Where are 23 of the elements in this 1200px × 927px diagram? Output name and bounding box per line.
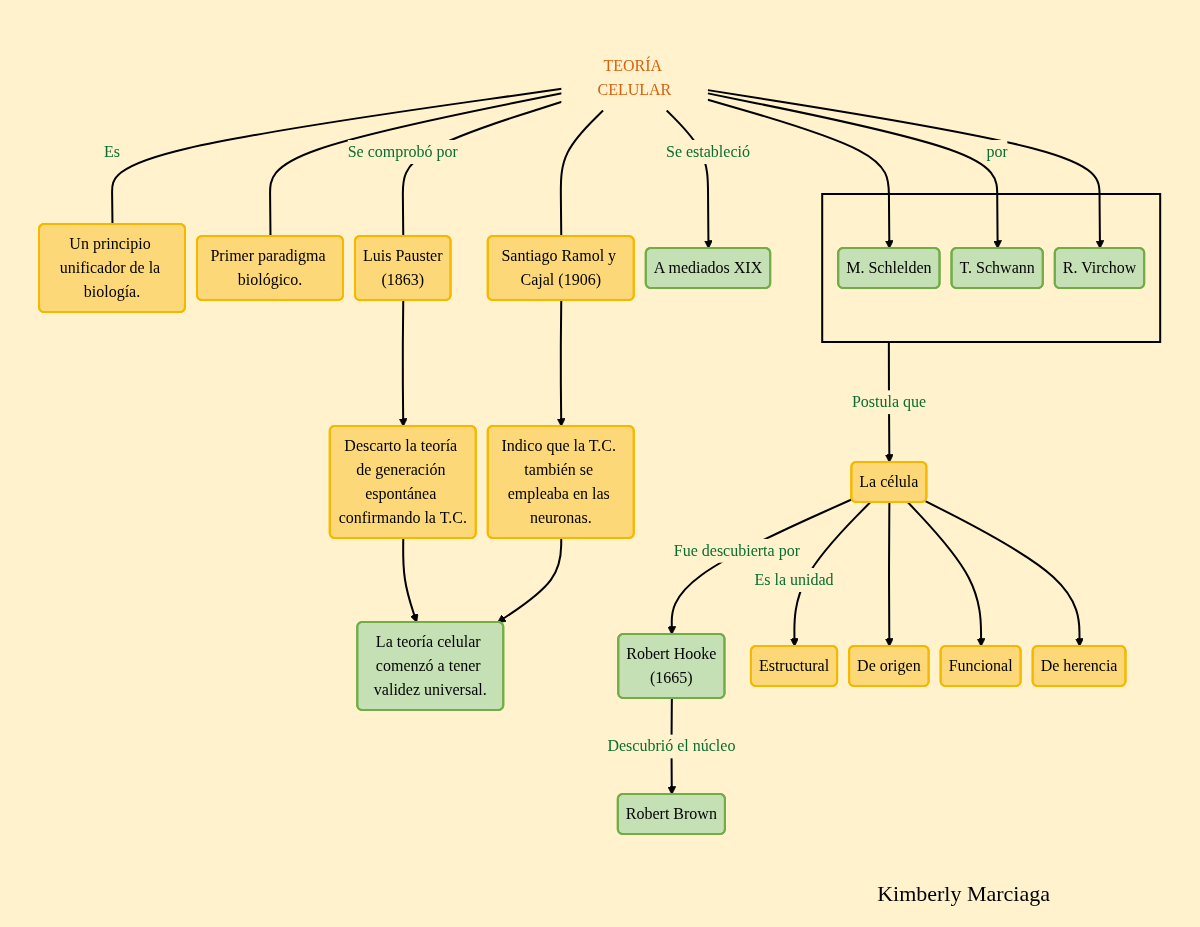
arrow bbox=[497, 537, 563, 623]
arrow bbox=[402, 537, 419, 623]
edge-label: por bbox=[986, 143, 1009, 160]
arrow bbox=[707, 92, 1003, 249]
edge-label: Se comprobó por bbox=[348, 143, 459, 160]
edge-label: Se estableció bbox=[666, 143, 751, 160]
edge-label: Postula que bbox=[852, 393, 927, 411]
arrow bbox=[557, 299, 566, 427]
author-name: Kimberly Marciaga bbox=[877, 881, 1050, 907]
connector bbox=[560, 109, 605, 238]
arrow bbox=[667, 498, 854, 635]
edge-label: Descubrió el núcleo bbox=[607, 737, 736, 755]
edge-label: Es la unidad bbox=[754, 570, 834, 588]
arrow bbox=[907, 501, 986, 647]
arrow bbox=[399, 299, 408, 427]
edge-label: Es bbox=[104, 143, 121, 160]
cluster bbox=[821, 193, 1162, 343]
arrow bbox=[707, 98, 895, 249]
arrow bbox=[924, 500, 1085, 647]
edge-label: Fue descubierta por bbox=[674, 541, 801, 559]
arrow bbox=[885, 501, 895, 647]
node-text: TEORÍA CELULAR bbox=[597, 57, 672, 98]
arrow bbox=[707, 89, 1105, 249]
